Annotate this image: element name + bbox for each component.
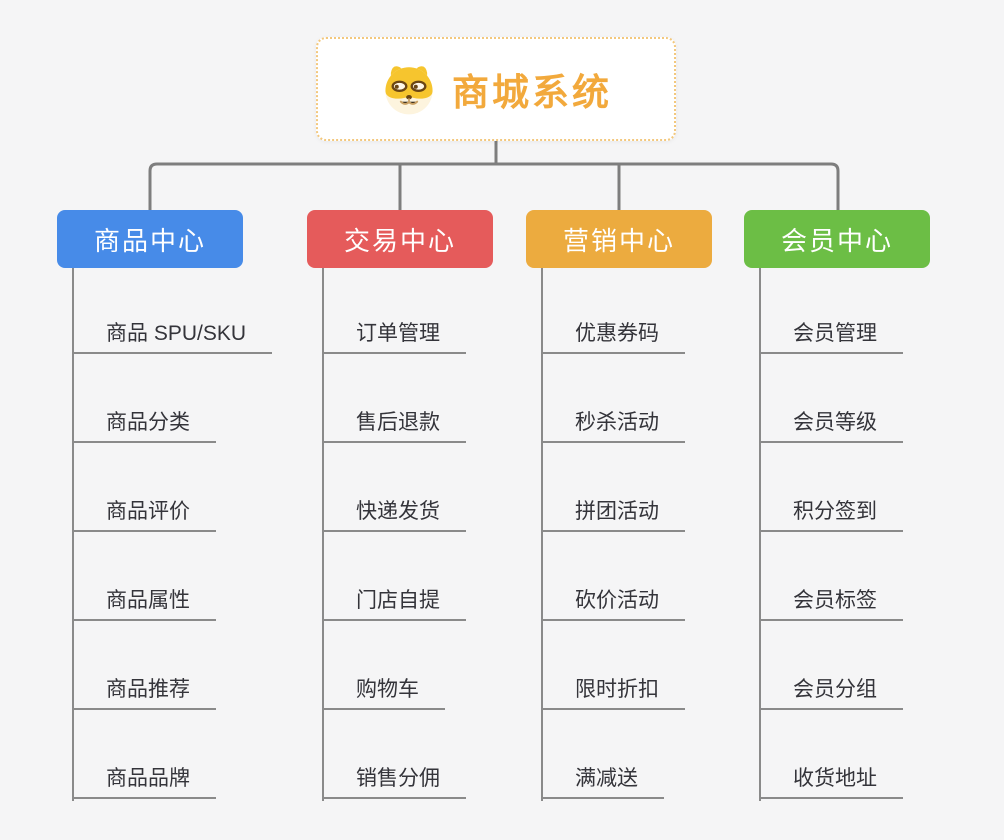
branch-child-line [72,268,74,801]
leaf-node[interactable]: 积分签到 [759,492,903,532]
leaf-node[interactable]: 满减送 [541,759,664,799]
leaf-node[interactable]: 购物车 [322,670,445,710]
doge-icon [385,66,433,115]
root-node-title: 商城系统 [452,72,612,113]
leaf-node[interactable]: 会员标签 [759,581,903,621]
leaf-node[interactable]: 商品评价 [72,492,216,532]
branch-column-product: 商品中心 商品 SPU/SKU 商品分类 商品评价 商品属性 商品推荐 商品品牌 [57,210,307,820]
branch-column-marketing: 营销中心 优惠券码 秒杀活动 拼团活动 砍价活动 限时折扣 满减送 [526,210,776,820]
leaf-node[interactable]: 限时折扣 [541,670,685,710]
branch-column-member: 会员中心 会员管理 会员等级 积分签到 会员标签 会员分组 收货地址 [744,210,994,820]
leaf-node[interactable]: 商品分类 [72,403,216,443]
leaf-node[interactable]: 商品品牌 [72,759,216,799]
branch-node-trade[interactable]: 交易中心 [307,210,493,268]
leaf-node[interactable]: 拼团活动 [541,492,685,532]
leaf-node[interactable]: 门店自提 [322,581,466,621]
leaf-node[interactable]: 秒杀活动 [541,403,685,443]
branch-node-product[interactable]: 商品中心 [57,210,243,268]
branch-child-line [541,268,543,801]
root-node[interactable]: 商城系统 [316,37,676,141]
branch-child-line [322,268,324,801]
leaf-node[interactable]: 优惠券码 [541,314,685,354]
leaf-node[interactable]: 商品推荐 [72,670,216,710]
leaf-node[interactable]: 收货地址 [759,759,903,799]
leaf-node[interactable]: 砍价活动 [541,581,685,621]
branch-column-trade: 交易中心 订单管理 售后退款 快递发货 门店自提 购物车 销售分佣 [307,210,557,820]
leaf-node[interactable]: 会员等级 [759,403,903,443]
leaf-node[interactable]: 快递发货 [322,492,466,532]
leaf-node[interactable]: 商品属性 [72,581,216,621]
leaf-node[interactable]: 会员分组 [759,670,903,710]
branch-bus-line [148,162,840,210]
leaf-node[interactable]: 会员管理 [759,314,903,354]
leaf-node[interactable]: 订单管理 [322,314,466,354]
leaf-node[interactable]: 商品 SPU/SKU [72,314,273,354]
leaf-node[interactable]: 售后退款 [322,403,466,443]
leaf-node[interactable]: 销售分佣 [322,759,466,799]
branch-child-line [759,268,761,801]
branch-node-member[interactable]: 会员中心 [744,210,930,268]
branch-node-marketing[interactable]: 营销中心 [526,210,712,268]
